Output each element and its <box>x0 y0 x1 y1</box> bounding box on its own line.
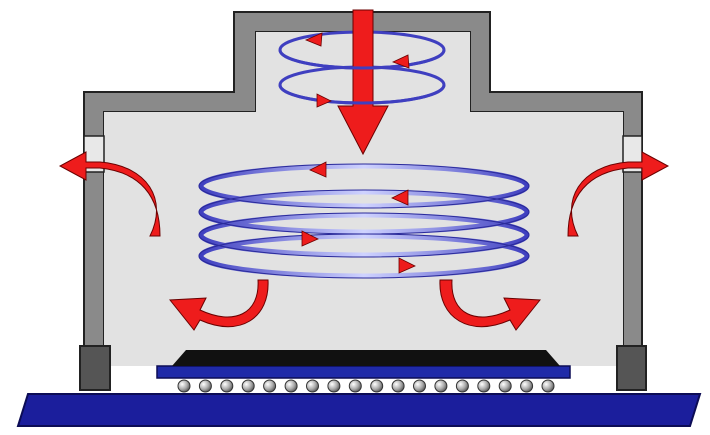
solder-ball <box>241 379 255 393</box>
triangle-arrowhead-icon <box>398 257 416 274</box>
curved-arrow-left-icon <box>58 151 161 237</box>
triangle-arrowhead-icon <box>309 161 327 178</box>
swirl-ring-front <box>278 49 446 70</box>
base-plate <box>16 393 702 427</box>
triangle-arrowhead-icon <box>301 230 319 247</box>
solder-ball <box>198 379 212 393</box>
solder-ball <box>477 379 491 393</box>
right-wall-foot <box>616 345 647 391</box>
lower-swirl <box>198 163 530 279</box>
solder-ball <box>370 379 384 393</box>
solder-ball <box>327 379 341 393</box>
solder-ball <box>348 379 362 393</box>
swirl-ring <box>198 233 530 279</box>
solder-ball <box>413 379 426 393</box>
solder-ball <box>498 379 512 393</box>
solder-ball <box>306 379 319 393</box>
swirl-ring <box>198 212 530 258</box>
solder-ball <box>263 379 277 393</box>
triangle-arrowhead-icon <box>316 93 332 108</box>
curved-arrow-right-icon <box>567 151 670 237</box>
solder-ball <box>177 379 191 393</box>
swirl-ring-front <box>278 84 446 105</box>
left-wall-foot <box>79 345 111 391</box>
solder-ball-row <box>177 379 555 393</box>
chamber-interior <box>104 32 623 366</box>
swirl-ring <box>198 189 530 235</box>
solder-ball <box>520 379 534 393</box>
swirl-ring <box>198 163 530 209</box>
chip-die <box>172 350 560 366</box>
solder-ball <box>220 379 234 393</box>
solder-ball <box>541 379 555 393</box>
triangle-arrowhead-icon <box>391 189 409 206</box>
triangle-arrowhead-icon <box>304 32 323 47</box>
curved-arrow-left-icon <box>169 279 269 331</box>
substrate <box>156 365 571 379</box>
solder-ball <box>284 379 298 393</box>
lower-swirl-outline <box>198 163 530 279</box>
solder-ball <box>434 379 448 393</box>
solder-ball <box>391 379 405 393</box>
triangle-arrowhead-icon <box>391 54 410 69</box>
curved-arrow-right-icon <box>439 279 541 331</box>
solder-ball <box>455 379 469 393</box>
arrow-down-icon <box>337 9 389 156</box>
